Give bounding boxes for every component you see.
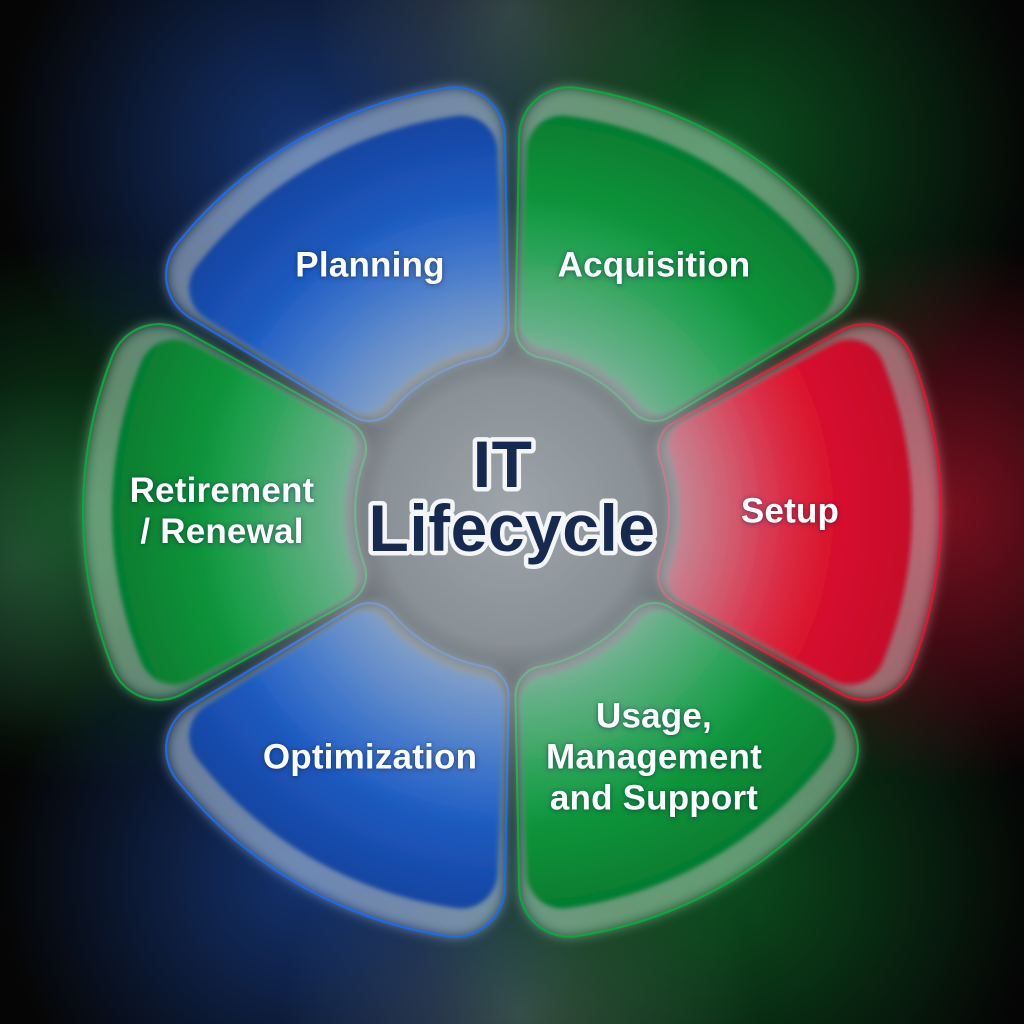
center-title-line2: Lifecycle: [369, 491, 656, 565]
center-haze: [197, 197, 827, 827]
center-title: IT Lifecycle: [369, 427, 656, 565]
center-title-line1: IT: [473, 427, 533, 501]
